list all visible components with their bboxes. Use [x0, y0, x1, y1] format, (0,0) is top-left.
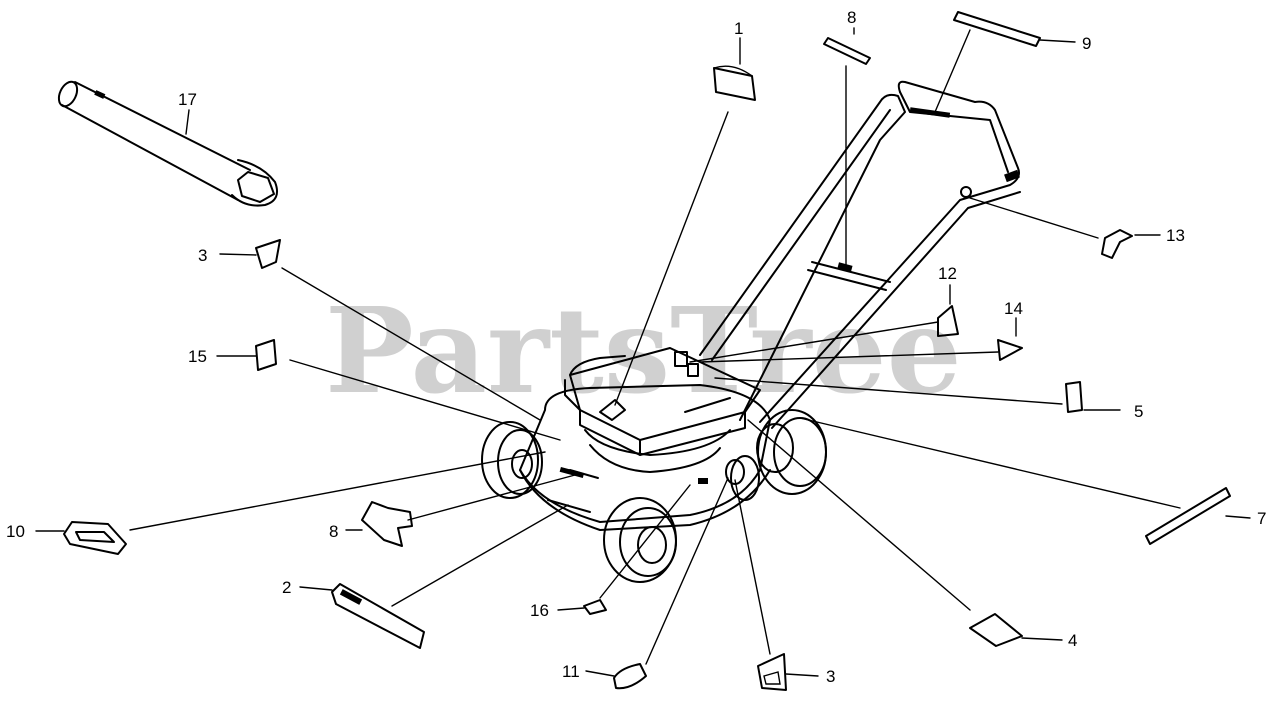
- callout-17: 17: [178, 90, 197, 109]
- watermark: PartsTree: [325, 281, 962, 420]
- part-7-decal: [1145, 487, 1231, 545]
- part-9-decal: [953, 11, 1041, 47]
- wheel-front-right: [730, 455, 760, 501]
- callout-4: 4: [1068, 631, 1077, 650]
- part-17-discharge-tube: [57, 80, 278, 207]
- callout-2: 2: [282, 578, 291, 597]
- part-8-decal-top: [823, 37, 871, 65]
- part-16-decal: [583, 599, 607, 615]
- callout-3-left: 3: [198, 246, 207, 265]
- part-13-decal: [1101, 229, 1133, 259]
- part-8-decal-bottom: [361, 501, 413, 547]
- wheel-front-left: [603, 497, 677, 583]
- callout-16: 16: [530, 601, 549, 620]
- mower-handle: [699, 80, 1021, 429]
- part-10-decal: [63, 521, 127, 555]
- part-15-decal: [255, 339, 277, 371]
- callout-13: 13: [1166, 226, 1185, 245]
- callout-1: 1: [734, 19, 743, 38]
- callout-14: 14: [1004, 299, 1023, 318]
- callout-10: 10: [6, 522, 25, 541]
- callout-8-top: 8: [847, 8, 856, 27]
- wheel-rear-left: [481, 421, 543, 499]
- leader-lines: [35, 27, 1251, 677]
- callout-7: 7: [1257, 509, 1266, 528]
- part-12-decal: [937, 305, 959, 337]
- part-14-decal: [997, 339, 1023, 361]
- callout-9: 9: [1082, 34, 1091, 53]
- callout-12: 12: [938, 264, 957, 283]
- part-5-decal: [1065, 381, 1083, 413]
- callout-8-bottom: 8: [329, 522, 338, 541]
- part-1-decal: [713, 65, 756, 101]
- part-2-decal: [331, 583, 425, 649]
- part-4-decal: [969, 613, 1023, 647]
- callout-15: 15: [188, 347, 207, 366]
- callout-3-bottom: 3: [826, 667, 835, 686]
- callout-labels: 1 8 9 17 3 13 12 14 15 5 7 10 8 2 16 4 1…: [6, 8, 1266, 686]
- part-3-decal-left: [255, 239, 281, 269]
- wheel-rear-right: [756, 409, 827, 495]
- callout-5: 5: [1134, 402, 1143, 421]
- part-3-decal-bottom: [757, 653, 787, 691]
- part-11-decal: [613, 663, 647, 690]
- callout-11: 11: [562, 662, 580, 681]
